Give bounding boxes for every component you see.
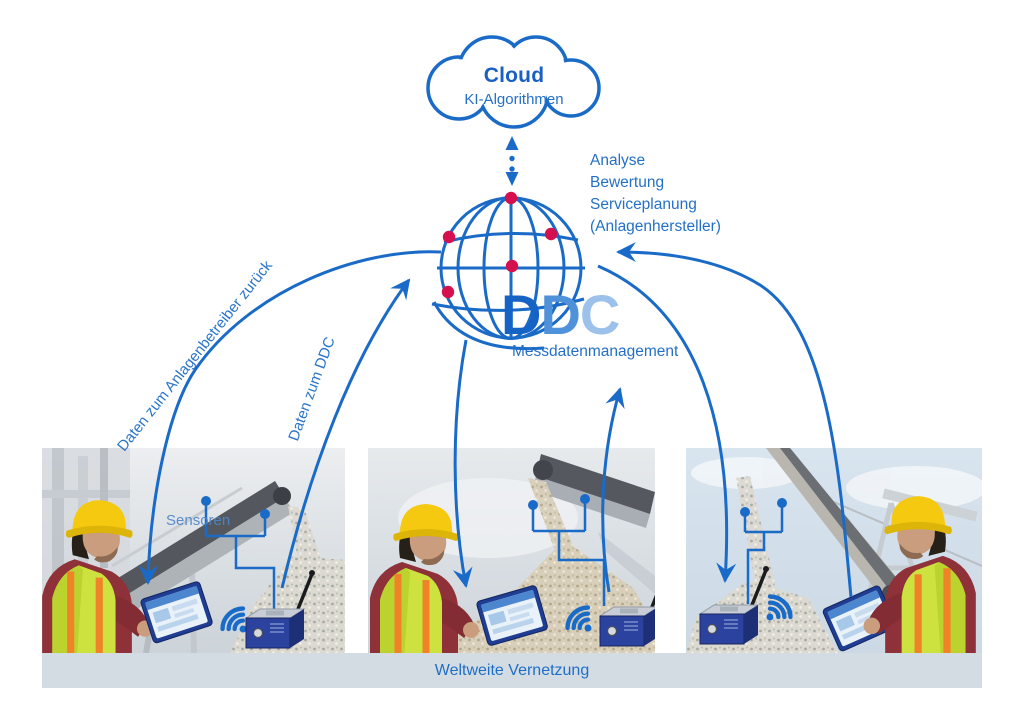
ddc-logo-letter: C — [579, 283, 620, 346]
site-photo-3 — [686, 448, 982, 653]
ddc-logo-letter: D — [501, 283, 541, 346]
site-photo-1: Sensoren — [42, 448, 345, 653]
sensor-dot — [260, 509, 270, 519]
analysis-line: (Anlagenhersteller) — [590, 218, 721, 235]
site-photo-2 — [368, 448, 655, 653]
cloud-globe-connector — [505, 136, 519, 186]
sensor-dot — [580, 494, 590, 504]
footer-label: Weltweite Vernetzung — [434, 661, 590, 679]
hub-subtitle: Messdatenmanagement — [512, 343, 679, 360]
sensor-dot — [740, 507, 750, 517]
analysis-line: Serviceplanung — [590, 196, 697, 213]
cloud-title: Cloud — [483, 64, 545, 87]
sensor-dot — [201, 496, 211, 506]
flow-label-back-to-operator: Daten zum Anlagenbetreiber zurück — [114, 257, 276, 455]
photo2-sensor-wiring — [531, 499, 606, 606]
analysis-line: Bewertung — [590, 174, 665, 191]
cloud-subtitle: KI-Algorithmen — [464, 91, 564, 108]
sensor-dot — [777, 498, 787, 508]
sensor-label: Sensoren — [166, 512, 231, 529]
flow-label-to-ddc: Daten zum DDC — [285, 334, 339, 444]
analysis-text-block: Analyse Bewertung Serviceplanung (Anlage… — [590, 150, 721, 238]
ddc-logo: DDC — [501, 287, 620, 343]
ddc-logo-letter: D — [540, 283, 580, 346]
sensor-dot — [528, 500, 538, 510]
analysis-line: Analyse — [590, 152, 646, 169]
footer-bar: Weltweite Vernetzung — [42, 653, 982, 688]
